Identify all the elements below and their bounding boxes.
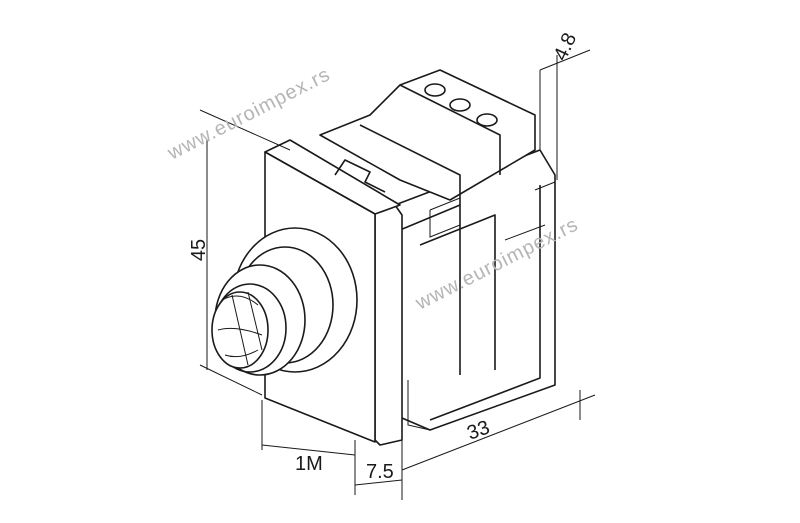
plate-side [374, 204, 403, 446]
terminal-screw-3 [476, 113, 498, 127]
dimension-height: 45 [188, 239, 210, 261]
dimension-terminal-offset: 4.8 [550, 30, 582, 65]
watermark: www.euroimpex.rs [163, 63, 334, 164]
dimension-lines [199, 49, 596, 500]
terminal-screw-1 [424, 83, 446, 97]
dimension-plate-depth: 7.5 [366, 461, 394, 483]
terminal-block [319, 69, 536, 238]
module-body [394, 149, 556, 431]
dimension-module: 1M [295, 453, 323, 475]
dimension-body-depth: 33 [464, 416, 492, 444]
knob [211, 227, 358, 376]
terminal-screw-2 [449, 98, 471, 112]
